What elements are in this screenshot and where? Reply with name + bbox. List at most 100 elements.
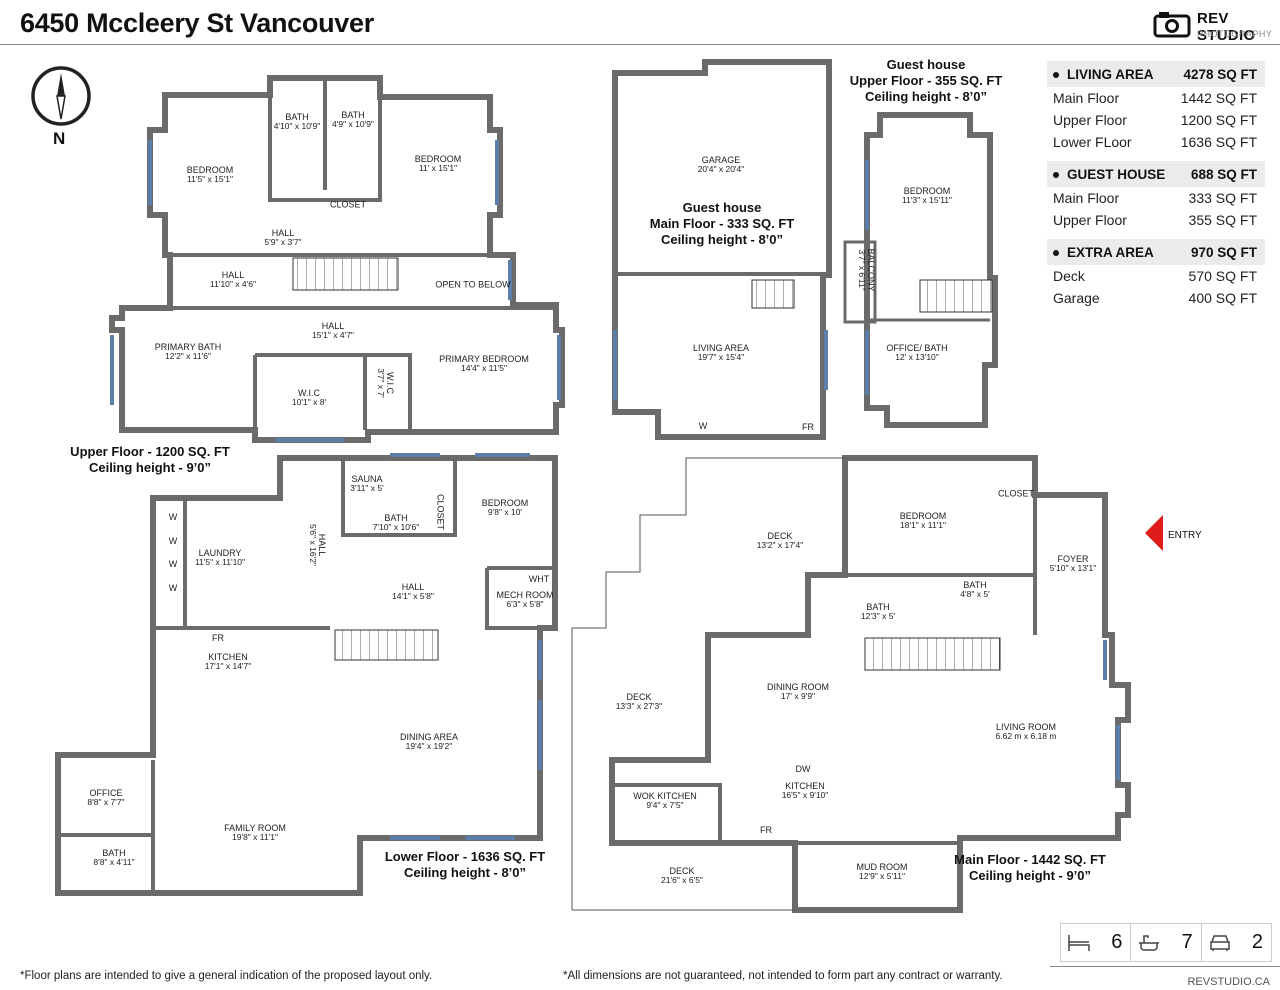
fixture-label: FR [802,422,814,432]
guest-main-walls [612,59,832,440]
fixture-label: W [168,559,178,569]
room-name: GARAGE [701,155,741,165]
room-name: CLOSET [435,493,446,531]
row-value: 1200 SQ FT [1180,112,1257,128]
room-dimensions: 8'8" x 4'11" [93,857,135,867]
disclaimer-dimensions: *All dimensions are not guaranteed, not … [563,970,1003,982]
room-dimensions: 6.62 m x 6.18 m [995,731,1057,741]
caption-line: Ceiling height - 8’0” [864,89,988,104]
room-name: DECK [626,692,652,702]
room-name: DECK [669,866,695,876]
room-label-closet: CLOSET [998,489,1034,499]
row-label: Main Floor [1053,90,1120,106]
room-dimensions: 19'8" x 11'1" [232,832,278,842]
header-divider [0,44,1280,45]
website-link[interactable]: REVSTUDIO.CA [1187,976,1270,988]
room-name: MECH ROOM [496,590,554,600]
fixture-label: W [168,536,178,546]
room-name: BEDROOM [186,165,234,175]
room-name: FAMILY ROOM [224,823,286,833]
room-name: HALL [221,270,245,280]
room-dimensions: 11'3" x 15'11" [901,195,953,205]
room-dimensions: 5'6" x 16'2" [308,524,318,566]
parking-count: 2 [1202,924,1271,961]
room-label-closet: CLOSET [435,493,446,531]
row-label: Upper Floor [1053,212,1127,228]
room-name: LAUNDRY [198,548,242,558]
row-label: Garage [1053,290,1100,306]
room-name: OFFICE [89,788,123,798]
room-dimensions: 12' x 13'10" [895,352,939,362]
compass-icon [31,66,91,126]
row-label: Deck [1053,268,1085,284]
row-value: 1442 SQ FT [1180,90,1257,106]
fixture-label: W [168,512,178,522]
room-dimensions: 21'6" x 6'5" [661,875,703,885]
fixture-label: WHT [528,574,550,584]
stairs [919,279,993,313]
room-dimensions: 11'5" x 15'1" [186,174,233,184]
entry-arrow-icon [1145,515,1163,551]
room-label-open-to-below: OPEN TO BELOW [435,280,510,290]
room-name: BATH [341,110,365,120]
room-dimensions: 14'4" x 11'5" [461,363,507,373]
room-dimensions: 17'1" x 14'7" [204,661,252,671]
room-dimensions: 5'10" x 13'1" [1049,563,1097,573]
room-name: KITCHEN [785,781,825,791]
room-name: W.I.C [385,371,395,394]
room-name: BATH [963,580,987,590]
room-name: MUD ROOM [856,862,908,872]
room-dimensions: 9'8" x 10' [487,507,523,517]
room-name: DECK [767,531,793,541]
section-title: LIVING AREA [1067,66,1154,82]
room-dimensions: 5'9" x 3'7" [264,237,302,247]
room-dimensions: 17' x 9'9" [780,691,816,701]
room-dimensions: 12'3" x 5' [860,611,896,621]
room-name: BEDROOM [903,186,951,196]
brand-logo: REV STUDIO PHOTOGRAPHY [1153,8,1278,44]
room-dimensions: 14'1" x 5'8" [392,591,434,601]
room-name: BEDROOM [481,498,529,508]
row-value: 1636 SQ FT [1180,134,1257,150]
guest-upper-walls [864,112,998,428]
bathtub-icon [1139,934,1160,951]
room-name: LIVING AREA [692,343,750,353]
room-name: BATH [866,602,890,612]
stairs [292,257,399,291]
lower-floor-walls [55,455,558,896]
fixture-label: FR [212,633,224,643]
bed-icon [1068,934,1090,951]
room-name: BATH [384,513,408,523]
room-dimensions: 15'1" x 4'7" [312,330,354,340]
room-dimensions: 9'4" x 7'5" [646,800,684,810]
fixture-label: FR [760,825,772,835]
row-label: Upper Floor [1053,112,1127,128]
room-dimensions: 16'5" x 9'10" [781,790,829,800]
fixture-label: DW [795,764,811,774]
